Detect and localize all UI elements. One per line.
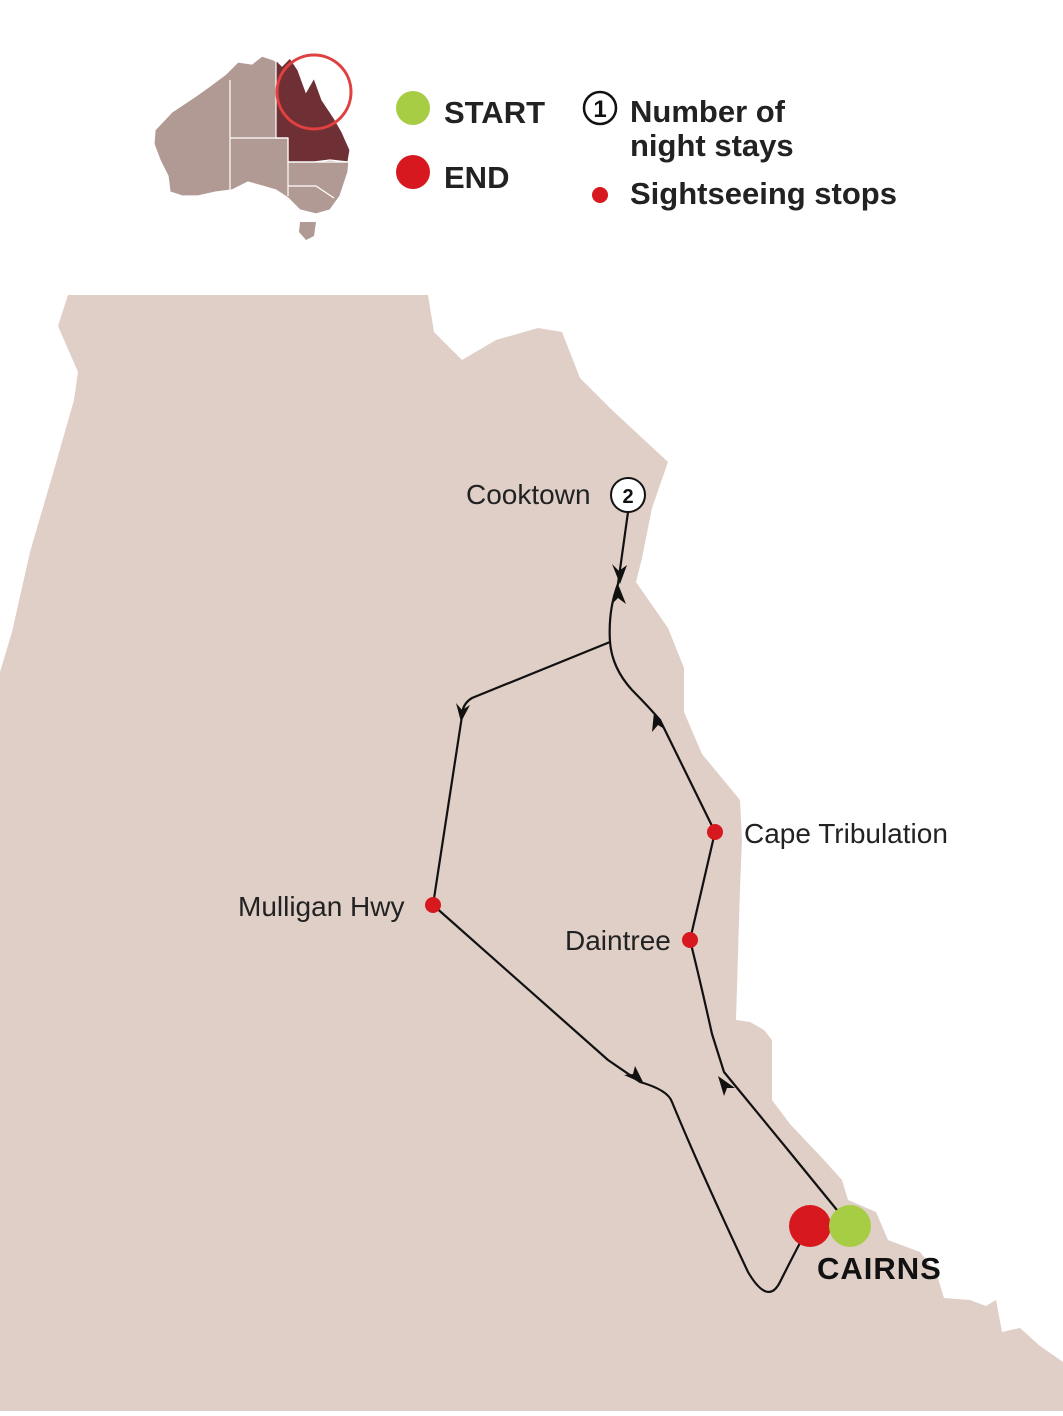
route-mulligan-to-south	[431, 903, 810, 1293]
route-junction-split	[608, 582, 662, 722]
sightseeing-stop-daintree	[682, 932, 698, 948]
legend-nights-label-line1: Number of	[630, 94, 786, 129]
place-label-cape-tribulation: Cape Tribulation	[744, 818, 948, 849]
arrow-northwest-icon	[652, 712, 666, 732]
legend-end-label: END	[444, 160, 509, 195]
legend-nights-label-line2: night stays	[630, 128, 794, 163]
inset-tasmania	[299, 222, 316, 240]
inset-state-borders	[229, 80, 348, 199]
legend: START END 1 Number of night stays Sights…	[396, 90, 897, 211]
arrow-up-icon	[611, 584, 626, 605]
cooktown-night-stays-marker: 2	[610, 477, 646, 513]
land-mass	[0, 295, 1063, 1411]
arrow-southeast-icon	[624, 1066, 644, 1084]
sightseeing-stop-mulligan-hwy	[425, 897, 441, 913]
legend-start-label: START	[444, 95, 545, 130]
sightseeing-stop-icon	[592, 187, 608, 203]
place-label-mulligan-hwy: Mulligan Hwy	[238, 891, 405, 922]
legend-stops-label: Sightseeing stops	[630, 176, 897, 211]
night-stays-circle-icon	[610, 477, 646, 513]
arrow-northwest-icon	[718, 1076, 735, 1096]
inset-focus-circle	[275, 53, 353, 131]
arrow-down-icon	[456, 703, 470, 722]
place-label-daintree: Daintree	[565, 925, 671, 956]
arrow-down-icon	[612, 564, 627, 584]
svg-text:1: 1	[593, 96, 606, 123]
place-label-cairns: CAIRNS	[817, 1251, 942, 1286]
cooktown-nights-count: 2	[622, 486, 633, 508]
direction-arrows	[456, 564, 735, 1096]
australia-inset-map	[153, 53, 353, 240]
end-dot-icon	[396, 155, 430, 189]
night-stays-circle-icon: 1	[582, 90, 618, 126]
place-label-cooktown: Cooktown	[466, 479, 591, 510]
end-dot-icon	[789, 1205, 831, 1247]
sightseeing-stop-cape-tribulation	[707, 824, 723, 840]
start-dot-icon	[396, 91, 430, 125]
start-dot-icon	[829, 1205, 871, 1247]
